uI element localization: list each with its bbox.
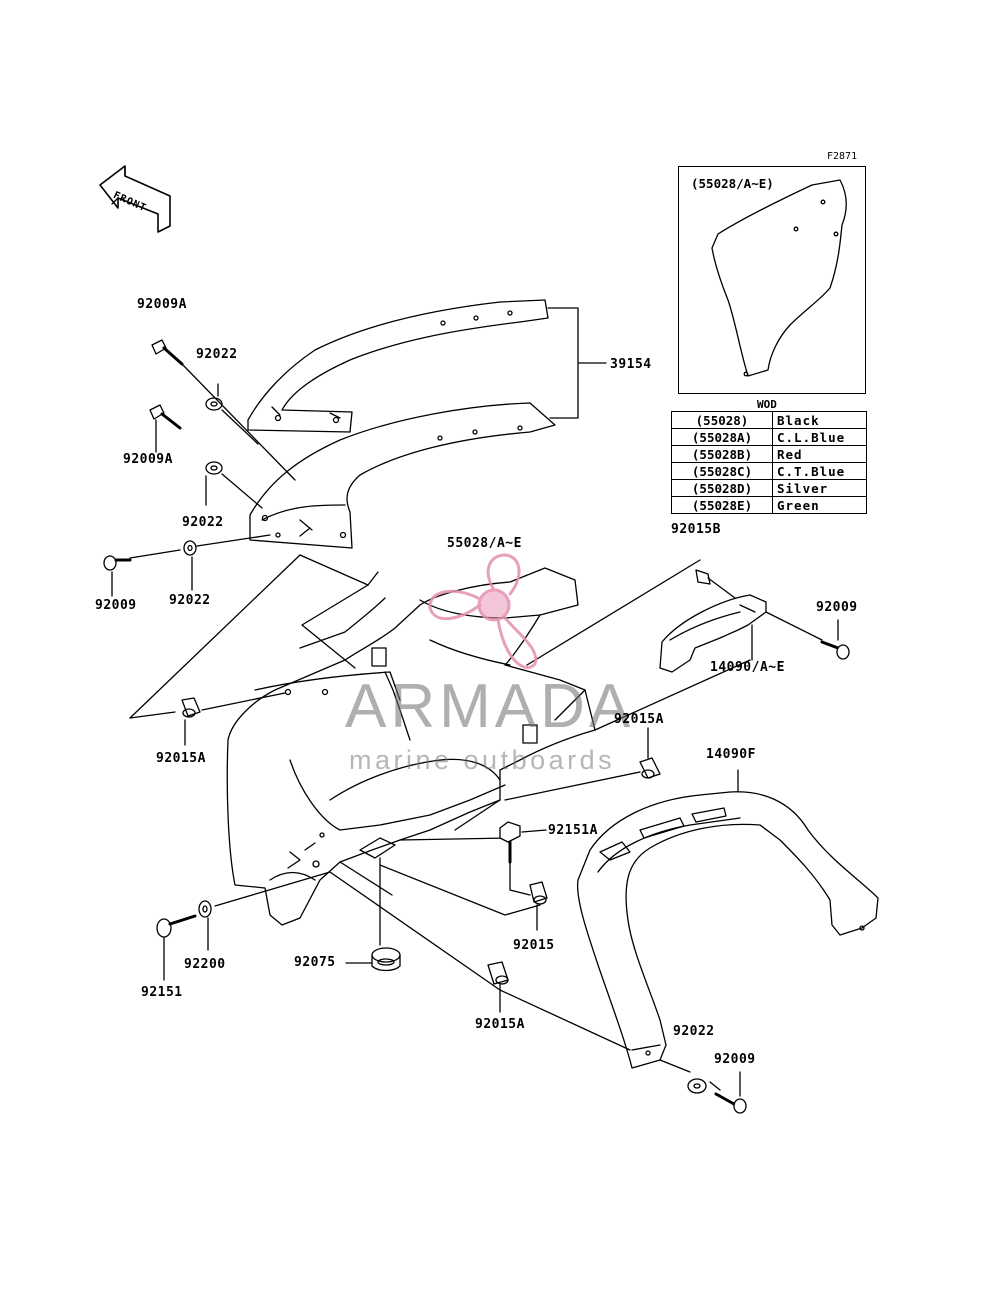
- bolt-92151a: [499, 821, 521, 864]
- washer-92022-top: [205, 397, 223, 411]
- bushing-92015a-bottom: [487, 961, 509, 985]
- bushing-92015a-right: [639, 757, 661, 779]
- color-code-cell: (55028B): [671, 445, 773, 463]
- leader-39154: [547, 307, 607, 419]
- label-14090-ae: 14090/A~E: [710, 660, 785, 675]
- front-arrow-icon: [99, 165, 171, 233]
- grommet-92075: [371, 947, 401, 972]
- bushing-92015a-left: [181, 697, 201, 718]
- color-code-cell: (55028D): [671, 479, 773, 497]
- label-92015a-left: 92015A: [156, 751, 206, 766]
- washer-92022-low: [183, 540, 197, 556]
- leader-92022-top-line: [221, 409, 259, 445]
- label-92009a-top: 92009A: [137, 297, 187, 312]
- inset-panel-shape: [711, 179, 847, 377]
- color-table-row: (55028E)Green: [671, 496, 867, 514]
- screw-92009-left: [103, 555, 132, 571]
- watermark-tagline: marine outboards: [349, 745, 616, 775]
- label-92022-mid: 92022: [182, 515, 224, 530]
- washer-92022-bottom: [687, 1078, 707, 1094]
- color-name-cell: C.T.Blue: [772, 462, 867, 480]
- upper-cowl-part: [247, 299, 549, 433]
- label-92151a: 92151A: [548, 823, 598, 838]
- label-92015a-bottom: 92015A: [475, 1017, 525, 1032]
- bracket-14090-part: [659, 569, 767, 673]
- label-92009-bottom: 92009: [714, 1052, 756, 1067]
- leader-92009a-top: [181, 363, 296, 481]
- color-table-row: (55028D)Silver: [671, 479, 867, 497]
- grab-rail-part: [576, 791, 879, 1069]
- label-92009a-mid: 92009A: [123, 452, 173, 467]
- color-table-row: (55028C)C.T.Blue: [671, 462, 867, 480]
- color-table-row: (55028B)Red: [671, 445, 867, 463]
- label-92015: 92015: [513, 938, 555, 953]
- color-code-cell: (55028E): [671, 496, 773, 514]
- washer-92022-mid: [205, 461, 223, 475]
- color-code-cell: (55028): [671, 411, 773, 429]
- inset-title: (55028/A~E): [691, 176, 774, 191]
- label-92022-low: 92022: [169, 593, 211, 608]
- color-table-title: WOD: [757, 398, 777, 411]
- bushing-92015: [529, 881, 548, 905]
- color-table-row: (55028)Black: [671, 411, 867, 429]
- label-92009-left: 92009: [95, 598, 137, 613]
- watermark-logo-icon: [428, 553, 538, 669]
- screw-92009-right: [820, 640, 850, 660]
- color-name-cell: Silver: [772, 479, 867, 497]
- color-table-row: (55028A)C.L.Blue: [671, 428, 867, 446]
- label-39154: 39154: [610, 357, 652, 372]
- inset-box: (55028/A~E): [678, 166, 866, 394]
- label-92200: 92200: [184, 957, 226, 972]
- label-92022-top: 92022: [196, 347, 238, 362]
- label-92015a-right: 92015A: [614, 712, 664, 727]
- label-92151: 92151: [141, 985, 183, 1000]
- color-code-cell: (55028C): [671, 462, 773, 480]
- figure-code: F2871: [827, 151, 858, 162]
- screw-92151: [156, 914, 197, 938]
- color-table: (55028)Black(55028A)C.L.Blue(55028B)Red(…: [671, 411, 867, 514]
- watermark-brand: ARMADA: [345, 672, 635, 741]
- label-55028: 55028/A~E: [447, 536, 522, 551]
- color-name-cell: Green: [772, 496, 867, 514]
- washer-92200: [198, 900, 212, 918]
- label-92015b: 92015B: [671, 522, 721, 537]
- label-92022-bottom: 92022: [673, 1024, 715, 1039]
- color-name-cell: Red: [772, 445, 867, 463]
- label-92075: 92075: [294, 955, 336, 970]
- color-name-cell: C.L.Blue: [772, 428, 867, 446]
- windscreen-part: [249, 402, 556, 549]
- label-14090f: 14090F: [706, 747, 756, 762]
- label-92009-right: 92009: [816, 600, 858, 615]
- color-code-cell: (55028A): [671, 428, 773, 446]
- screw-92009-bottom: [714, 1092, 747, 1114]
- screw-92009a-mid: [149, 404, 182, 430]
- screw-92009a-top: [151, 339, 184, 366]
- color-name-cell: Black: [772, 411, 867, 429]
